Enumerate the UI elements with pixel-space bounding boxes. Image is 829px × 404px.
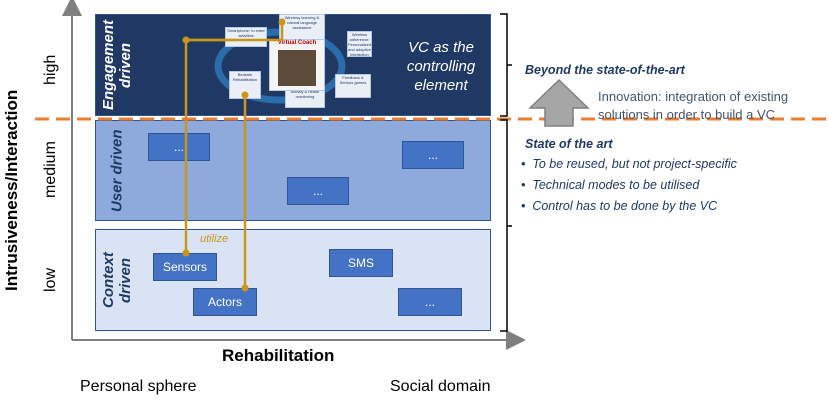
bullet-dot: • [521, 178, 533, 192]
context-box-other: ... [398, 288, 462, 316]
virtual-coach-panel: Virtual Coach [269, 39, 325, 91]
actors-box: Actors [193, 288, 257, 316]
sms-box: SMS [329, 249, 393, 277]
bullet-text: To be reused, but not project-specific [532, 157, 737, 171]
collage-tile-top: Wireless learning & natural language ass… [279, 14, 325, 42]
vc-controlling-text: VC as the controlling element [406, 39, 476, 94]
virtual-coach-photo [278, 50, 316, 86]
user-box-2: ... [287, 177, 349, 205]
innovation-arrow-icon [528, 78, 590, 127]
x-axis-title: Rehabilitation [222, 346, 335, 365]
beyond-state-of-art-title: Beyond the state-of-the-art [525, 63, 685, 77]
utilize-label: utilize [200, 233, 229, 245]
engagement-collage: Wireless learning & natural language ass… [185, 14, 372, 116]
bullet-2: • Technical modes to be utilised [521, 178, 699, 192]
collage-tile-right: Wireless adherence: Personalized and ada… [347, 31, 372, 57]
collage-tile-left: Smartphone: to enter activities [225, 27, 267, 47]
bullet-dot: • [521, 157, 533, 171]
bullet-1: • To be reused, but not project-specific [521, 157, 737, 171]
state-of-art-title: State of the art [525, 137, 613, 151]
collage-tile-bottom-left: Bedside Rehabilitation [229, 71, 261, 99]
user-box-1: ... [148, 133, 210, 161]
innovation-text-line2: solutions in order to build a VC [598, 107, 776, 122]
user-box-3: ... [402, 141, 464, 169]
collage-tile-bottom-right: Feedback & Serious games [335, 74, 371, 98]
bullet-text: Control has to be done by the VC [532, 199, 718, 213]
virtual-coach-title: Virtual Coach [277, 40, 317, 46]
innovation-text-line1: Innovation: integration of existing [598, 89, 789, 104]
sensors-box: Sensors [153, 253, 217, 281]
x-axis-right-label: Social domain [390, 378, 491, 395]
bullet-dot: • [521, 199, 533, 213]
bullet-text: Technical modes to be utilised [532, 178, 700, 192]
bullet-3: • Control has to be done by the VC [521, 199, 717, 213]
x-axis-left-label: Personal sphere [80, 378, 197, 395]
